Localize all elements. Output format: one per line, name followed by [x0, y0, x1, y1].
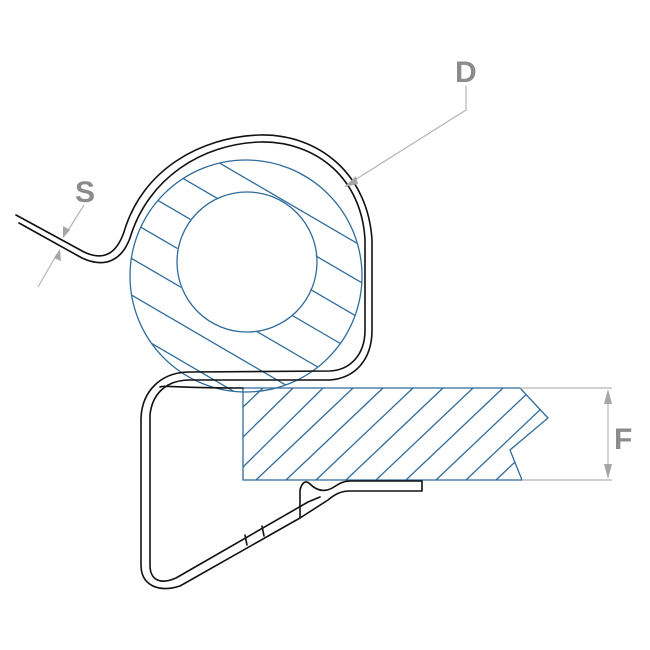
- f-bottom-arrowhead-icon: [604, 464, 612, 479]
- dimension-d: D: [344, 56, 477, 187]
- clip-lower-loop-top: [159, 385, 244, 389]
- dimension-f: F: [520, 387, 632, 481]
- clip-outer-contour: [15, 134, 373, 582]
- f-top-arrowhead-icon: [604, 389, 612, 404]
- dimension-s: S: [37, 176, 95, 288]
- clip-inner-contour: [18, 141, 366, 590]
- flange-outline: [242, 387, 549, 481]
- spring-clip: [15, 134, 423, 590]
- flange-hatch-pattern: [243, 388, 548, 480]
- s-lower-arrowhead-icon: [54, 249, 61, 261]
- s-lower-leader: [37, 253, 58, 288]
- clip-notch-1: [244, 534, 248, 546]
- pipe-hatch-pattern: [129, 160, 362, 392]
- d-arrowhead-icon: [344, 176, 358, 187]
- label-f: F: [614, 423, 632, 456]
- pipe-inner-bore: [176, 191, 318, 333]
- clip-locking-tab: [299, 480, 423, 519]
- pipe-section: [129, 159, 363, 393]
- pipe-outer-edge: [129, 159, 363, 393]
- clip-notch-2: [261, 525, 265, 537]
- label-s: S: [75, 176, 95, 209]
- d-leader-line: [349, 86, 467, 184]
- flange-section: [242, 387, 549, 481]
- s-upper-leader: [66, 204, 85, 233]
- label-d: D: [455, 56, 477, 89]
- s-upper-arrowhead-icon: [63, 226, 70, 238]
